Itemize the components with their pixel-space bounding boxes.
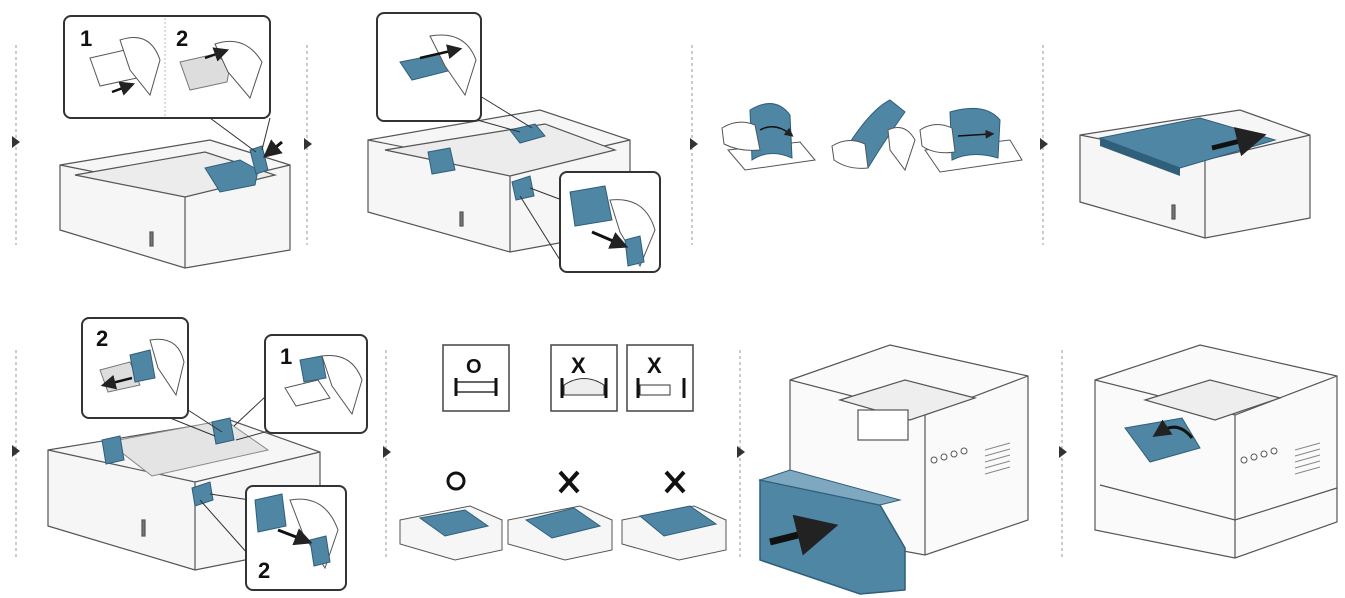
push-arrow-icon — [111, 81, 136, 96]
step-5-adjust-guides: 2 1 2 — [47, 317, 368, 591]
hand — [119, 37, 161, 97]
play-arrow-icon — [12, 445, 20, 457]
push-arrow-icon — [1211, 127, 1267, 157]
push-arrow-icon — [277, 528, 313, 546]
guide-detail — [129, 349, 156, 383]
push-arrow-icon — [204, 47, 230, 62]
paper-guide — [427, 147, 456, 175]
step-7-insert-tray — [758, 344, 1029, 595]
hand — [321, 355, 363, 416]
callout-line — [235, 429, 273, 441]
check-circle-icon — [446, 471, 466, 491]
play-arrow-icon — [737, 446, 745, 458]
paper-stack — [563, 378, 605, 396]
step-number: 2 — [96, 326, 108, 351]
step-number: 2 — [176, 26, 188, 51]
detail-callout — [63, 15, 271, 119]
paper-stack — [831, 99, 916, 172]
paper-stack — [1100, 138, 1180, 176]
hand — [149, 338, 185, 397]
paper-guide — [511, 175, 535, 201]
paper-stack — [721, 103, 816, 171]
vent-grille — [1294, 442, 1321, 475]
callout-line — [199, 499, 249, 555]
callout-line — [233, 395, 267, 427]
fan-arrow-icon — [759, 126, 794, 137]
push-arrow-icon — [591, 230, 629, 249]
ok-mark: O — [466, 356, 482, 378]
bad-mark: X — [647, 353, 662, 378]
step-1-adjust-guide: 1 2 — [59, 15, 291, 269]
play-arrow-icon — [1059, 446, 1067, 458]
play-arrow-icon — [12, 136, 20, 148]
mini-tray — [399, 505, 503, 561]
bad-mark: X — [571, 353, 586, 378]
paper-stack — [455, 381, 497, 393]
guide-detail — [284, 379, 331, 407]
play-arrow-icon — [1040, 138, 1048, 150]
paper-stack — [919, 107, 1023, 173]
printer-body — [1094, 344, 1338, 559]
paper-stack — [1098, 117, 1277, 169]
step-number: 1 — [80, 26, 92, 51]
paper-guide — [191, 481, 214, 507]
step-2-slide-guides — [367, 12, 661, 273]
push-arrow-icon — [263, 139, 283, 158]
callout-line — [209, 117, 257, 153]
step-6-correct-vs-wrong: O X X — [399, 344, 727, 561]
paper-guide — [211, 417, 235, 445]
correct-fit-box — [442, 344, 510, 412]
mini-tray — [507, 505, 613, 561]
push-arrow-icon — [419, 44, 463, 60]
step-number: 1 — [280, 344, 292, 369]
push-arrow-icon — [1152, 419, 1194, 439]
control-panel — [930, 447, 968, 464]
guide-detail — [254, 493, 287, 533]
callout-line — [209, 493, 251, 501]
mini-tray — [621, 505, 727, 561]
push-arrow-icon — [100, 374, 133, 390]
play-arrow-icon — [690, 138, 698, 150]
step-3-fan-paper — [721, 99, 1023, 173]
vent-grille — [984, 442, 1011, 475]
callout-line — [519, 195, 566, 269]
callout-line — [529, 187, 563, 201]
callout-line — [187, 409, 223, 433]
control-panel — [1240, 447, 1278, 464]
cross-icon — [664, 470, 686, 494]
step-arrows — [12, 136, 1067, 458]
callout-line — [261, 117, 271, 151]
push-arrow-icon — [769, 514, 839, 556]
play-arrow-icon — [383, 446, 391, 458]
guide-detail — [569, 185, 613, 227]
step-number: 2 — [258, 558, 270, 583]
fan-arrow-icon — [957, 129, 995, 139]
cross-icon — [558, 470, 580, 494]
callout-line — [169, 417, 216, 437]
paper-stack — [639, 384, 671, 396]
hand — [429, 34, 477, 97]
paper-guide — [204, 159, 259, 193]
paper-guide — [509, 123, 546, 144]
guide-tab — [309, 535, 331, 567]
hand — [609, 199, 656, 268]
guide-detail — [299, 355, 327, 383]
callout-line — [479, 95, 533, 129]
step-4-load-paper — [1079, 109, 1311, 239]
paper-tray — [758, 469, 902, 506]
guide-tab — [624, 235, 645, 267]
play-arrow-icon — [304, 138, 312, 150]
step-8-output-tray — [1094, 344, 1338, 559]
paper-guide — [101, 435, 125, 465]
